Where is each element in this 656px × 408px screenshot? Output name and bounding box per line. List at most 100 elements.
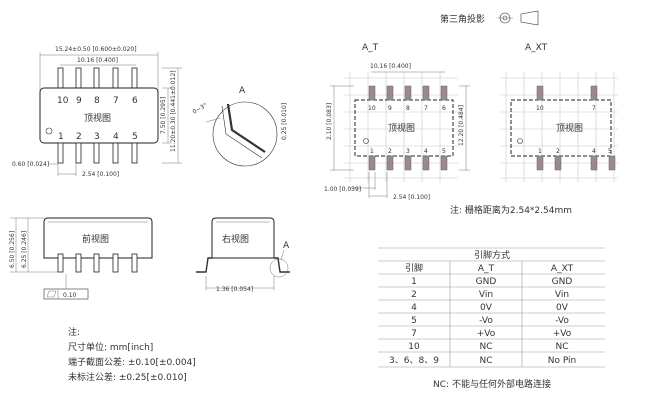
- pin: [57, 253, 64, 273]
- pad-label: 5: [442, 148, 446, 155]
- dim-pin-width: 0.60 [0.024]: [12, 161, 49, 168]
- pin-label: 1: [58, 132, 64, 142]
- pad-label: 10: [368, 105, 376, 112]
- pin-table-cell: +Vo: [553, 329, 572, 339]
- grid-left: [344, 72, 458, 182]
- notes-line: 端子截面公差: ±0.10[±0.004]: [68, 356, 196, 368]
- notes-line: 尺寸单位: mm[inch]: [68, 341, 153, 353]
- right-view-label-a: A: [283, 241, 290, 251]
- pin: [93, 142, 100, 164]
- pin: [75, 253, 82, 273]
- pads-bottom-left: [368, 155, 448, 171]
- pin-table-cell: -Vo: [555, 316, 569, 326]
- top-view-pins-bottom: [57, 142, 138, 164]
- pad: [608, 155, 616, 171]
- pin-table-footnote: NC: 不能与任何外部电路连接: [433, 378, 551, 390]
- pad: [422, 85, 430, 101]
- footprint-a-t: A_T 10.16 [0.400]: [324, 43, 470, 201]
- pad: [554, 155, 562, 171]
- pin-table-cell: Vin: [479, 290, 493, 300]
- pad: [536, 155, 544, 171]
- pin: [57, 67, 64, 89]
- dim-overall-width: 15.24±0.50 [0.600±0.020]: [55, 46, 137, 53]
- pin-label: 3: [94, 132, 100, 142]
- pad: [440, 85, 448, 101]
- pad-label: 9: [388, 105, 392, 112]
- pin-table-cell: 1: [411, 277, 417, 287]
- pad: [386, 155, 394, 171]
- pin: [112, 142, 119, 164]
- detail-circle: [212, 101, 278, 167]
- pin-table-cell: NC: [479, 356, 492, 366]
- pin: [112, 253, 119, 273]
- pad: [368, 155, 376, 171]
- dim-row-height: 12.20 [0.484]: [458, 105, 465, 146]
- pad: [404, 85, 412, 101]
- dim-pitch-footprint: 2.54 [0.100]: [393, 194, 430, 201]
- pin: [131, 67, 138, 89]
- dim-span: 10.16 [0.400]: [370, 63, 411, 70]
- pin: [93, 67, 100, 89]
- pin-table: 引脚方式 引脚 A_T A_XT 1 GND GND 2 Vin Vin 4 0…: [378, 247, 605, 390]
- dim-thickness: 0.25 [0.010]: [281, 103, 288, 140]
- pin-table-header: A_T: [478, 264, 495, 274]
- front-view: 前视图 6.50 [0.256] 6.25 [0.246] 0.10: [9, 217, 153, 300]
- pin-table-cell: Vin: [555, 290, 569, 300]
- dim-lead: 1.36 [0.054]: [216, 286, 253, 293]
- pin-table-cell: 7: [411, 329, 417, 339]
- pin-table-cell: GND: [552, 277, 573, 287]
- grid-note: 注: 栅格距离为2.54*2.54mm: [450, 204, 572, 216]
- pin-table-cell: 10: [408, 342, 420, 352]
- top-view-title: 顶视图: [84, 112, 111, 124]
- notes: 注: 尺寸单位: mm[inch] 端子截面公差: ±0.10[±0.004] …: [68, 326, 196, 383]
- pin-table-cell: 4: [411, 303, 417, 313]
- pad-label: 1: [370, 148, 374, 155]
- pad-label: 3: [406, 148, 410, 155]
- dim-pitch: 2.54 [0.100]: [82, 171, 119, 178]
- pin-table-cell: No Pin: [548, 356, 577, 366]
- pin-label: 9: [76, 96, 82, 106]
- pin-label: 2: [76, 132, 82, 142]
- pin-table-cell: +Vo: [477, 329, 496, 339]
- detail-a: A 0~3° 0.25 [0.010]: [192, 86, 288, 167]
- pin: [57, 142, 64, 164]
- pad-label: 6: [442, 105, 446, 112]
- pin: [75, 142, 82, 164]
- projection-label: 第三角投影: [440, 13, 485, 25]
- detail-label: A: [239, 86, 246, 96]
- pin-label: 10: [57, 96, 69, 106]
- pad-label: 4: [592, 148, 596, 155]
- pin: [131, 142, 138, 164]
- dim-angle: 0~3°: [192, 102, 209, 116]
- outline-left: [354, 99, 454, 157]
- pin-table-cell: 2: [411, 290, 417, 300]
- pin-label: 8: [94, 96, 100, 106]
- footprint-right-title: A_XT: [525, 43, 548, 53]
- pad-label: 8: [406, 105, 410, 112]
- pad-label: 7: [424, 105, 428, 112]
- dim-height1: 6.50 [0.256]: [9, 231, 16, 268]
- dim-side: 2.10 [0.083]: [326, 103, 333, 140]
- pin-label: 5: [132, 132, 138, 142]
- pad: [536, 85, 544, 101]
- right-view: 右视图 A 1.36 [0.054]: [196, 217, 290, 293]
- pin-table-cell: NC: [479, 342, 492, 352]
- flatness-value: 0.10: [63, 292, 77, 299]
- pin-label: 6: [132, 96, 138, 106]
- front-view-title: 前视图: [82, 233, 109, 245]
- pin-table-cell: 0V: [480, 303, 493, 313]
- pin-table-cell: 3、6、8、9: [389, 356, 439, 366]
- pin-table-cell: GND: [476, 277, 497, 287]
- dim-pin-span: 10.16 [0.400]: [77, 57, 118, 64]
- notes-line: 未标注公差: ±0.25[±0.010]: [68, 371, 187, 383]
- pin-table-header: 引脚: [405, 263, 423, 274]
- projection-icon: [497, 10, 539, 26]
- pin-label: 4: [113, 132, 119, 142]
- pin-table-cell: 5: [411, 316, 417, 326]
- footprint-left-title: A_T: [362, 43, 379, 53]
- notes-title: 注:: [68, 326, 80, 338]
- pad-label: 4: [424, 148, 428, 155]
- pads-top-left: [368, 85, 448, 101]
- pin: [75, 67, 82, 89]
- pad-label: 1: [538, 148, 542, 155]
